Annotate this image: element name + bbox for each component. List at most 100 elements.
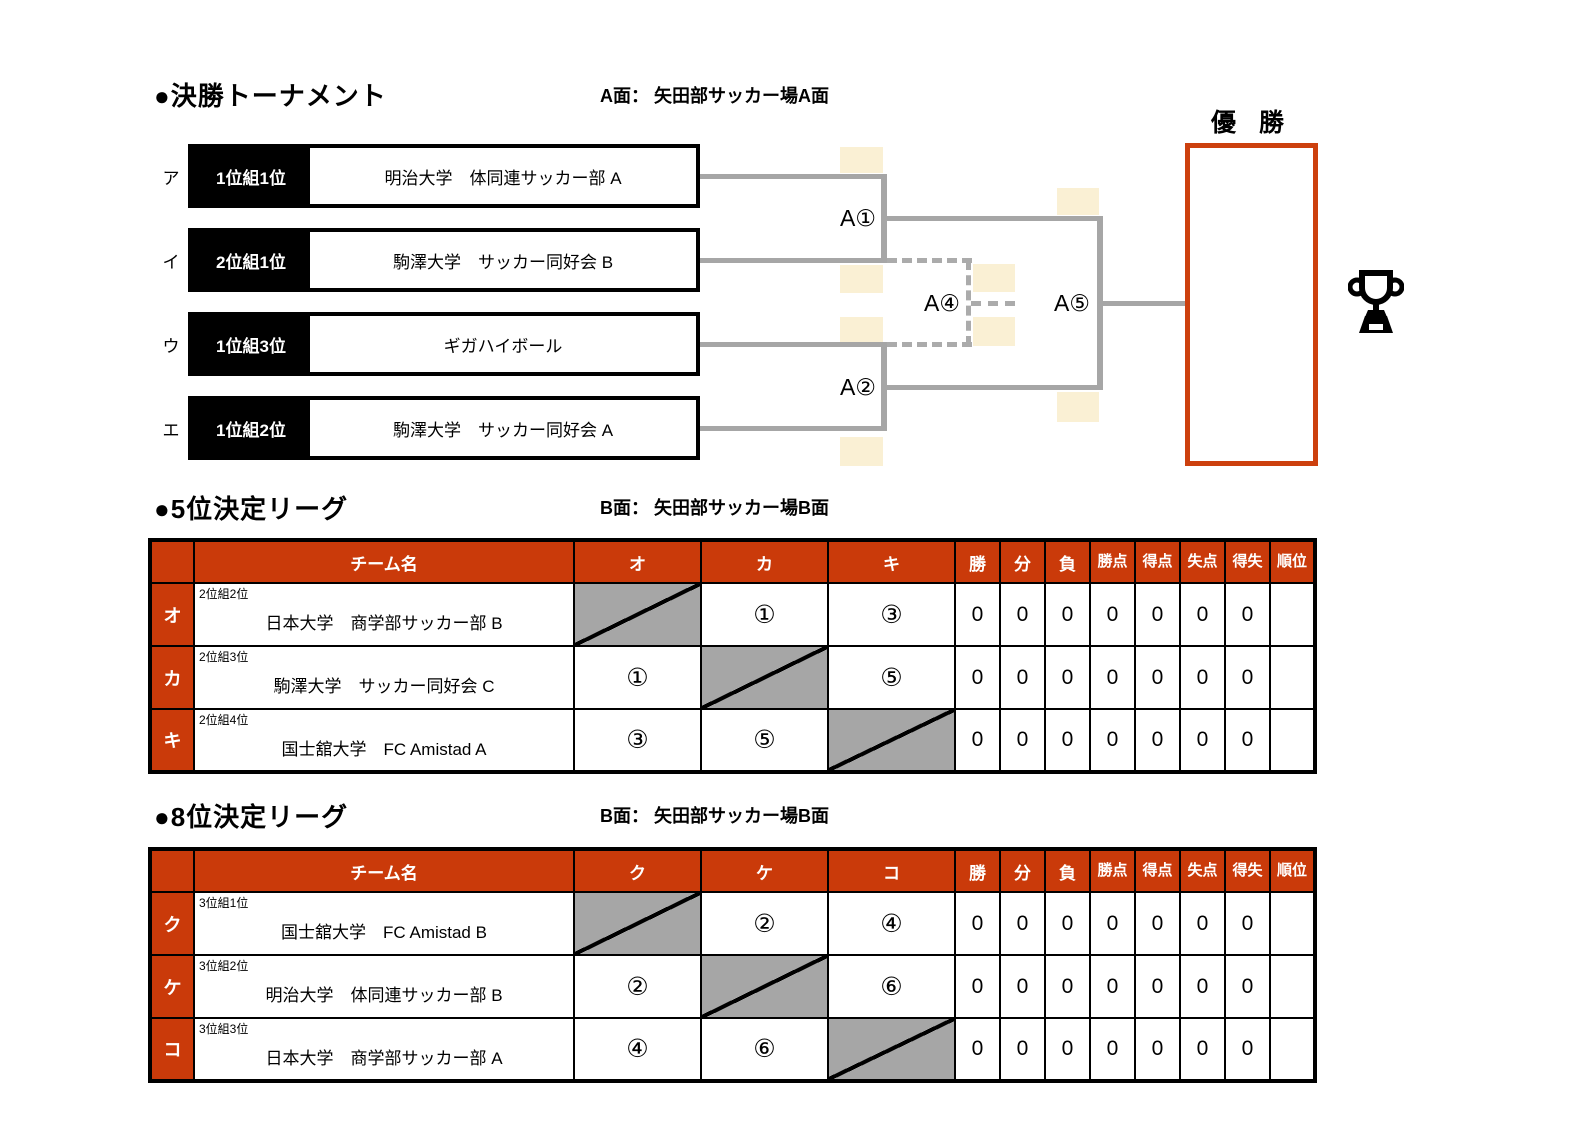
table-row: カ 2位組3位 駒澤大学 サッカー同好会 C ① ⑤ 0 0 0 0 0 0 0 (149, 645, 1316, 710)
stat-cell: 0 (1089, 708, 1136, 773)
stat-cell: 0 (999, 645, 1046, 710)
bracket-line (881, 174, 887, 263)
opp-column-header: ク (573, 848, 702, 893)
stat-cell: 0 (954, 582, 1001, 647)
highlight-cell (1057, 392, 1099, 422)
highlight-cell (973, 317, 1015, 346)
opp-column-header: カ (700, 539, 829, 584)
rank-cell (1269, 1017, 1316, 1082)
highlight-cell (1057, 188, 1099, 215)
stat-cell: 0 (999, 1017, 1046, 1082)
stat-cell: 0 (1224, 1017, 1271, 1082)
highlight-cell (973, 264, 1015, 292)
match-label-a1: A① (840, 205, 876, 231)
stat-cell: 0 (1179, 708, 1226, 773)
diagonal-cell (827, 708, 956, 773)
team-name: 日本大学 商学部サッカー部 B (265, 614, 503, 633)
stat-cell: 0 (954, 1017, 1001, 1082)
bracket-team-box: 1位組3位 ギガハイボール (188, 312, 700, 376)
stat-cell: 0 (954, 708, 1001, 773)
stat-cell: 0 (1179, 954, 1226, 1019)
highlight-cell (840, 317, 883, 344)
stat-column-header: 負 (1044, 848, 1091, 893)
stat-column-header: 分 (999, 848, 1046, 893)
bracket-row-letter: イ (162, 253, 180, 272)
stat-cell: 0 (1089, 1017, 1136, 1082)
highlight-cell (840, 147, 883, 173)
corner-header-cell (149, 848, 195, 893)
row-letter: コ (149, 1017, 195, 1082)
stat-cell: 0 (1224, 582, 1271, 647)
diagonal-cell (573, 891, 702, 956)
team-name: 日本大学 商学部サッカー部 A (265, 1048, 503, 1068)
match-result-cell: ① (573, 645, 702, 710)
bracket-line (887, 216, 1103, 221)
rank-cell (1269, 645, 1316, 710)
diagonal-cell (827, 1017, 956, 1082)
bracket-line (1097, 216, 1103, 390)
team-cell: 3位組3位 日本大学 商学部サッカー部 A (193, 1017, 575, 1082)
stat-cell: 0 (954, 891, 1001, 956)
stat-cell: 0 (1044, 891, 1091, 956)
stat-cell: 0 (1134, 954, 1181, 1019)
table-row: オ 2位組2位 日本大学 商学部サッカー部 B ① ③ 0 0 0 0 0 0 … (149, 582, 1316, 647)
stat-cell: 0 (1134, 582, 1181, 647)
stat-cell: 0 (954, 645, 1001, 710)
stat-cell: 0 (1089, 645, 1136, 710)
table-row: ク 3位組1位 国士舘大学 FC Amistad B ② ④ 0 0 0 0 0… (149, 891, 1316, 956)
team-name: 駒澤大学 サッカー同好会 B (392, 252, 614, 272)
bracket-venue-label: A面： 矢田部サッカー場A面 (600, 86, 829, 106)
trophy-icon (1347, 270, 1405, 341)
opp-column-header: ケ (700, 848, 829, 893)
stat-column-header: 勝点 (1089, 539, 1136, 584)
match-result-cell: ③ (827, 582, 956, 647)
stat-cell: 0 (1179, 1017, 1226, 1082)
stat-cell: 0 (999, 708, 1046, 773)
stat-cell: 0 (1179, 891, 1226, 956)
stat-cell: 0 (1134, 1017, 1181, 1082)
stat-cell: 0 (1089, 954, 1136, 1019)
bracket-line-dashed (971, 301, 1015, 306)
stat-cell: 0 (1089, 582, 1136, 647)
stat-cell: 0 (1134, 708, 1181, 773)
row-letter: キ (149, 708, 195, 773)
stat-cell: 0 (1044, 582, 1091, 647)
league5-table: チーム名 オ カ キ 勝 分 負 勝点 得点 失点 得失 順位 オ 2位組2位 … (148, 538, 1317, 774)
stat-cell: 0 (999, 954, 1046, 1019)
match-result-cell: ⑥ (700, 1017, 829, 1082)
league5-table-wrap: チーム名 オ カ キ 勝 分 負 勝点 得点 失点 得失 順位 オ 2位組2位 … (148, 538, 1317, 774)
team-name: 国士舘大学 FC Amistad A (281, 739, 487, 759)
seed-label: 1位組1位 (192, 148, 310, 204)
seed-label: 2位組3位 (199, 650, 249, 664)
bracket-line-dashed (887, 258, 972, 263)
stat-cell: 0 (999, 582, 1046, 647)
league8-table: チーム名 ク ケ コ 勝 分 負 勝点 得点 失点 得失 順位 ク 3位組1位 … (148, 847, 1317, 1083)
champion-label: 優 勝 (1211, 109, 1292, 137)
seed-label: 3位組1位 (199, 896, 249, 910)
team-name: 駒澤大学 サッカー同好会 A (392, 420, 614, 440)
highlight-cell (840, 437, 883, 466)
stat-column-header: 順位 (1269, 539, 1316, 584)
team-name: 明治大学 体同連サッカー部 A (384, 168, 622, 188)
team-name: 明治大学 体同連サッカー部 B (265, 986, 503, 1005)
bracket-section-title: ●決勝トーナメント (154, 81, 387, 111)
stat-column-header: 得失 (1224, 539, 1271, 584)
stat-column-header: 得点 (1134, 848, 1181, 893)
stat-column-header: 得点 (1134, 539, 1181, 584)
match-result-cell: ④ (827, 891, 956, 956)
team-cell: 3位組1位 国士舘大学 FC Amistad B (193, 891, 575, 956)
match-result-cell: ⑤ (700, 708, 829, 773)
match-result-cell: ③ (573, 708, 702, 773)
bracket-line (700, 426, 886, 431)
seed-label: 1位組3位 (192, 316, 310, 372)
stat-column-header: 負 (1044, 539, 1091, 584)
stat-column-header: 得失 (1224, 848, 1271, 893)
league8-section-title: ●8位決定リーグ (154, 802, 349, 832)
bracket-line (887, 385, 1103, 390)
seed-label: 2位組1位 (192, 232, 310, 288)
row-letter: ケ (149, 954, 195, 1019)
league5-section-title: ●5位決定リーグ (154, 494, 349, 524)
seed-label: 2位組2位 (199, 587, 249, 601)
team-cell: 2位組2位 日本大学 商学部サッカー部 B (193, 582, 575, 647)
opp-column-header: オ (573, 539, 702, 584)
